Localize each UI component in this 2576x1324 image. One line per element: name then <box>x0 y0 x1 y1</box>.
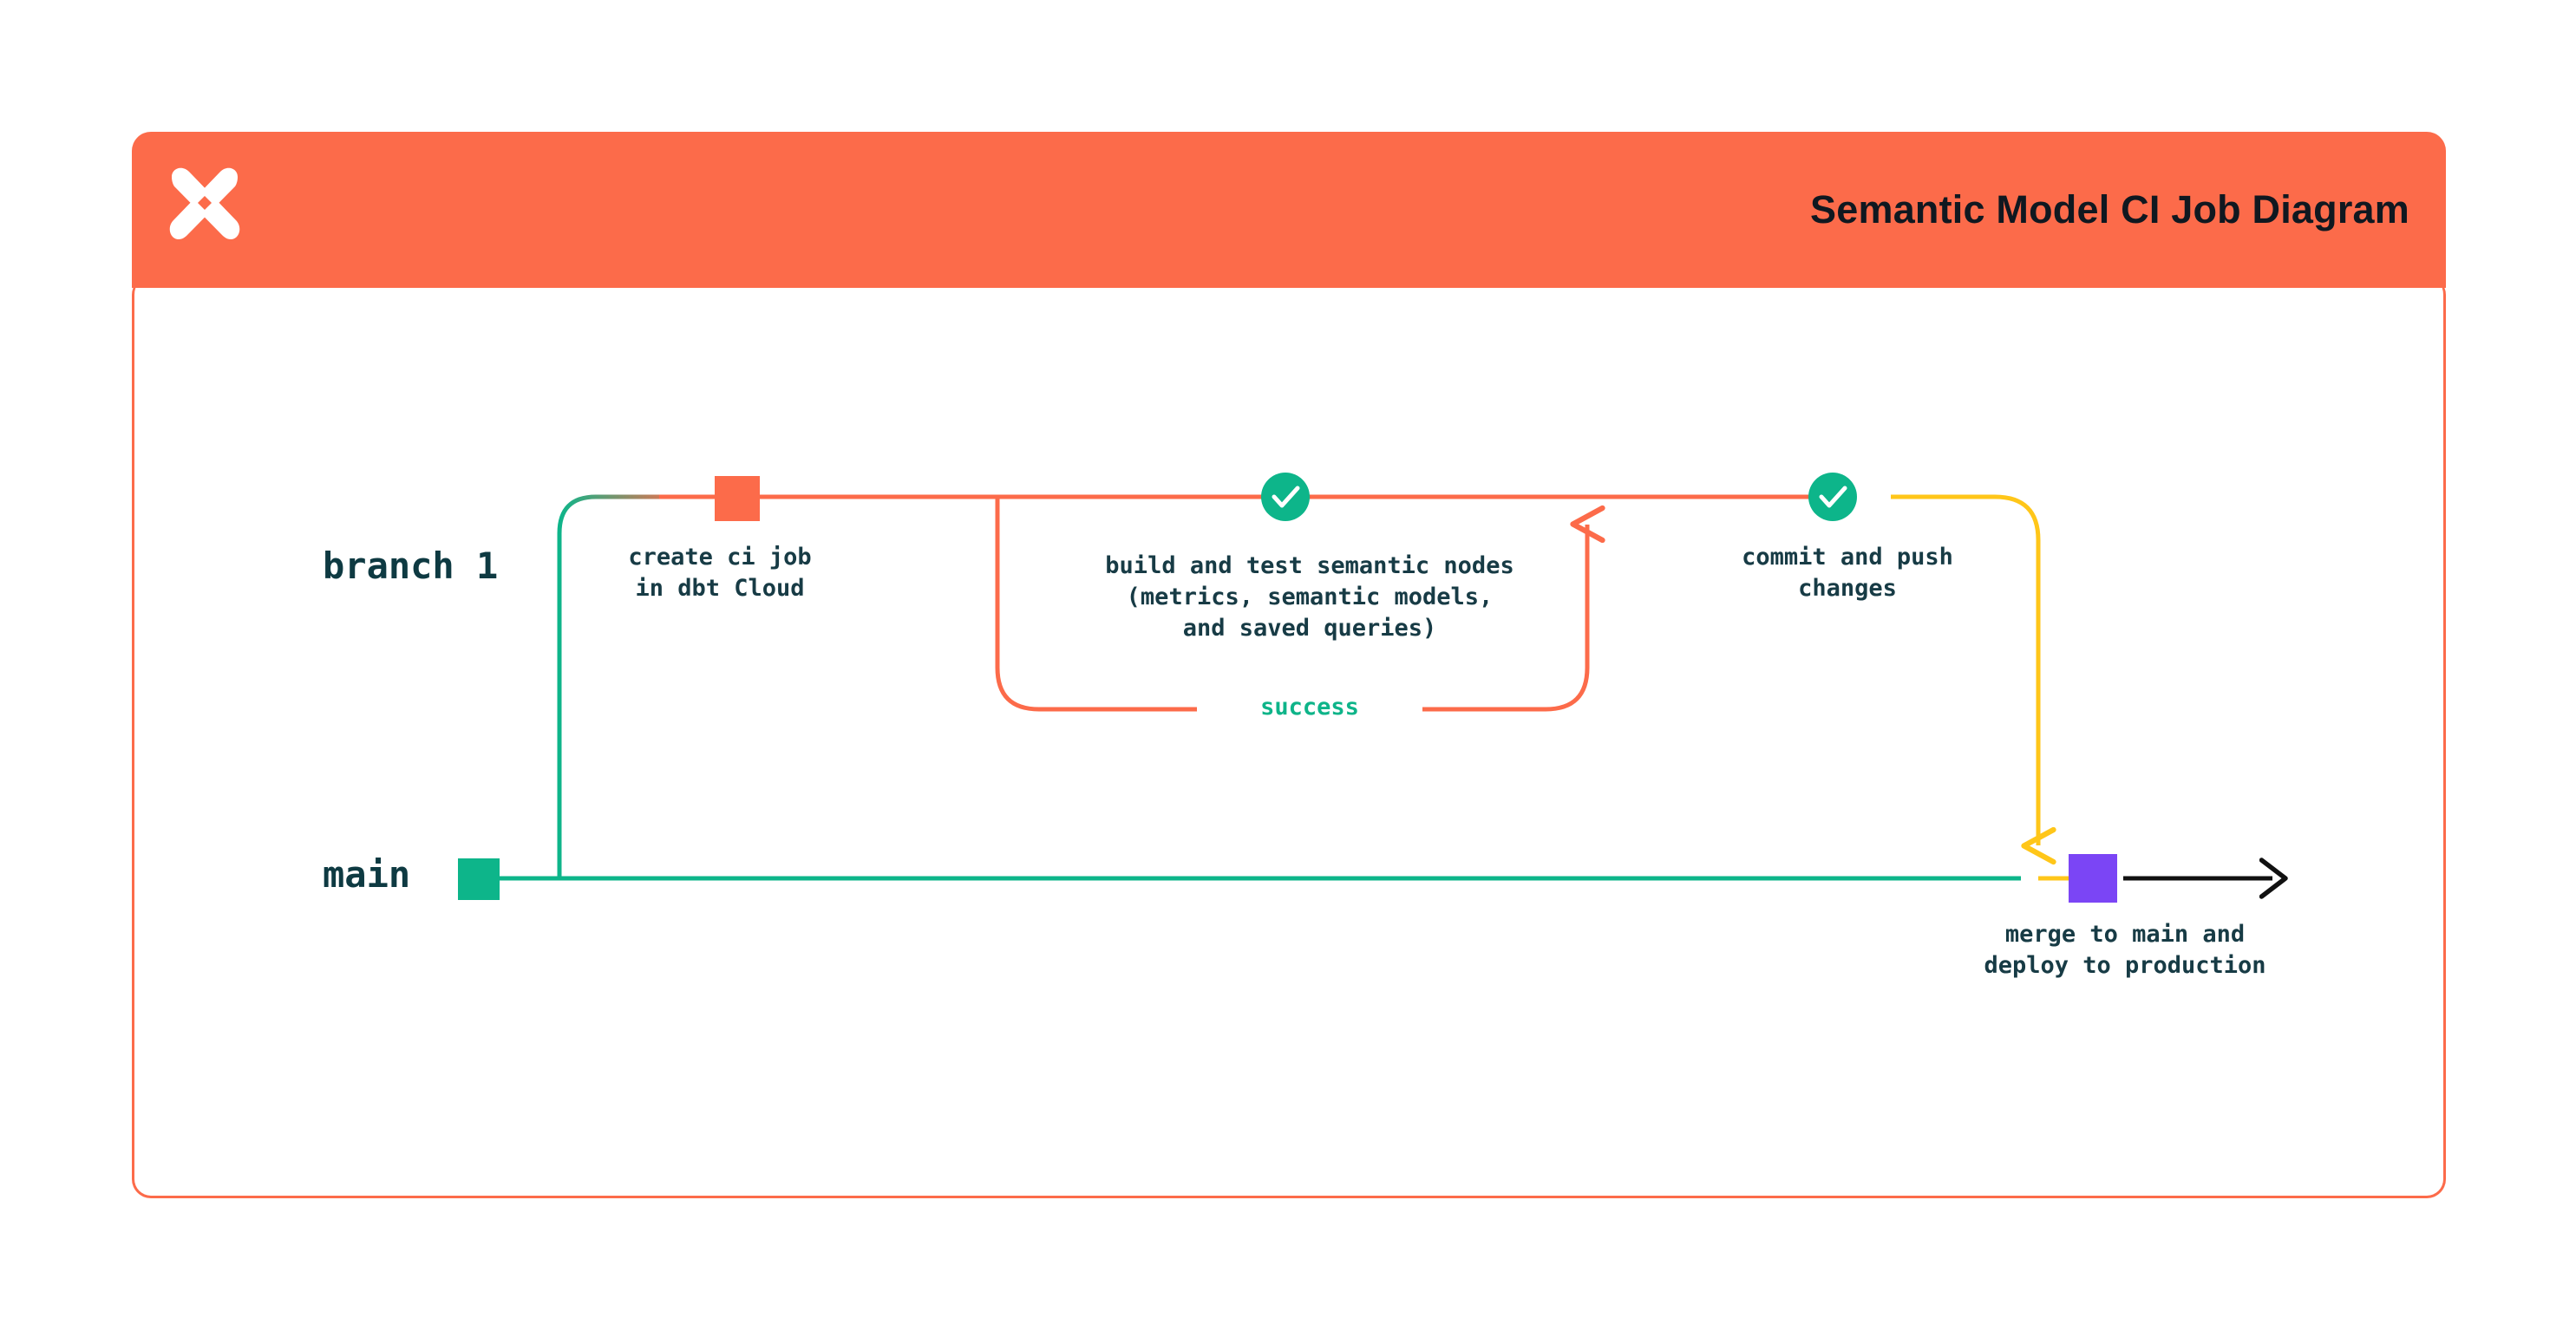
branch-label-main: main <box>323 853 411 896</box>
node-label-commit-and-push: commit and push changes <box>1742 544 1953 602</box>
branch-label-branch-1: branch 1 <box>323 545 499 587</box>
card-header: Semantic Model CI Job Diagram <box>132 132 2446 288</box>
card-body <box>132 276 2446 1198</box>
node-label-create-ci-job: create ci job in dbt Cloud <box>628 544 812 602</box>
dbt-logo-icon <box>161 160 248 246</box>
diagram-card: Semantic Model CI Job Diagram <box>132 132 2446 1198</box>
edge-label-success: success <box>1197 694 1422 721</box>
page-title: Semantic Model CI Job Diagram <box>1810 187 2409 232</box>
node-label-build-and-test: build and test semantic nodes (metrics, … <box>1105 552 1514 642</box>
node-label-merge-to-main: merge to main and deploy to production <box>1984 921 2266 979</box>
